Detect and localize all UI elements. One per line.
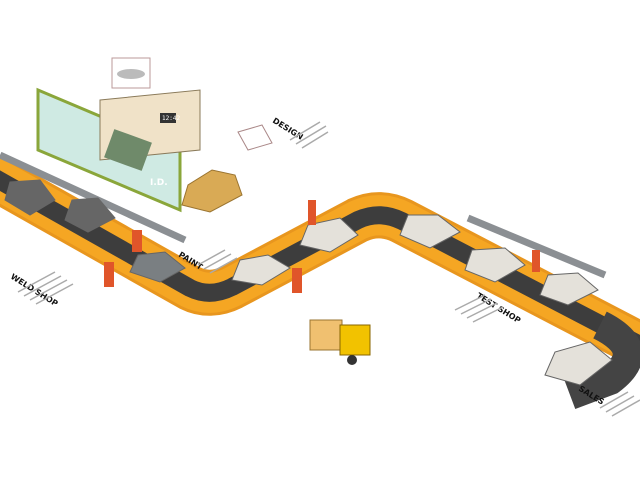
robot-arm — [532, 250, 540, 272]
car — [129, 251, 186, 283]
weld-overhead-rail — [0, 151, 187, 244]
glass-sign: I.D. — [150, 178, 168, 188]
robot-arm — [132, 230, 142, 252]
test-overhead-rail — [466, 214, 607, 279]
car — [231, 254, 291, 286]
car — [4, 179, 56, 216]
car — [539, 272, 599, 306]
car — [544, 341, 613, 386]
car — [299, 217, 359, 253]
forklift — [309, 319, 371, 365]
drafting-table — [237, 124, 273, 151]
design-studio: 12:42 I.D. — [36, 57, 201, 213]
conveyor — [0, 154, 640, 410]
robot-arm — [308, 200, 316, 225]
robot-arm — [104, 262, 114, 287]
design-clock: 12:42 — [162, 115, 180, 122]
cars — [4, 179, 613, 386]
design-label: DESIGN — [271, 116, 305, 142]
car — [464, 247, 526, 283]
car — [64, 197, 116, 233]
car — [399, 214, 461, 249]
robot-arms — [104, 200, 540, 293]
design-label-group: DESIGN — [271, 116, 305, 142]
clay-model-car — [181, 169, 243, 213]
robot-arm — [292, 268, 302, 293]
label-stripes — [17, 121, 640, 417]
